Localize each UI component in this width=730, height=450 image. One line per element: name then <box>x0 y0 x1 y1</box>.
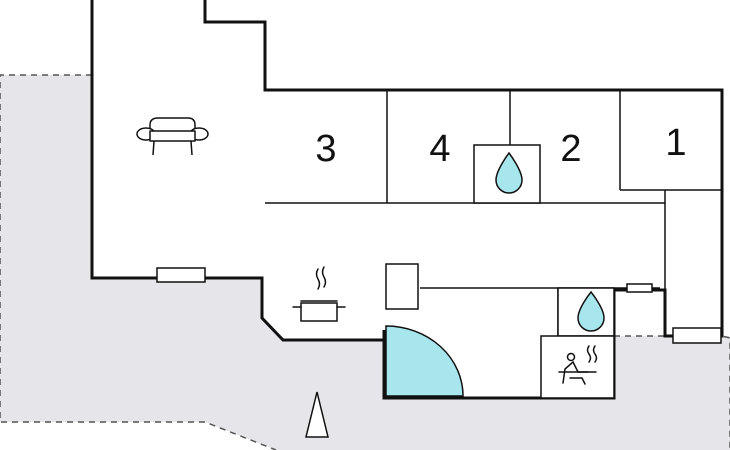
water-box-upper <box>473 144 541 204</box>
sofa-icon <box>136 117 209 156</box>
interior-walls <box>265 90 722 398</box>
pool <box>385 325 464 397</box>
room-label-1: 1 <box>665 122 686 164</box>
terrace-boundary <box>0 74 730 450</box>
window <box>672 327 722 344</box>
room-label-2: 2 <box>560 128 581 170</box>
room-label-4: 4 <box>429 128 450 170</box>
window <box>626 283 653 293</box>
window <box>156 267 206 283</box>
sauna-icon <box>558 345 598 385</box>
north-arrow-icon <box>305 391 329 438</box>
terrace-area <box>0 75 730 450</box>
sauna-box <box>540 335 615 399</box>
water-box-lower <box>557 287 615 337</box>
water-drop-icon <box>495 151 523 194</box>
room-label-3: 3 <box>315 128 336 170</box>
cooking-pot-icon <box>292 266 346 322</box>
cabinet <box>385 263 419 310</box>
water-drop-icon <box>577 290 605 332</box>
